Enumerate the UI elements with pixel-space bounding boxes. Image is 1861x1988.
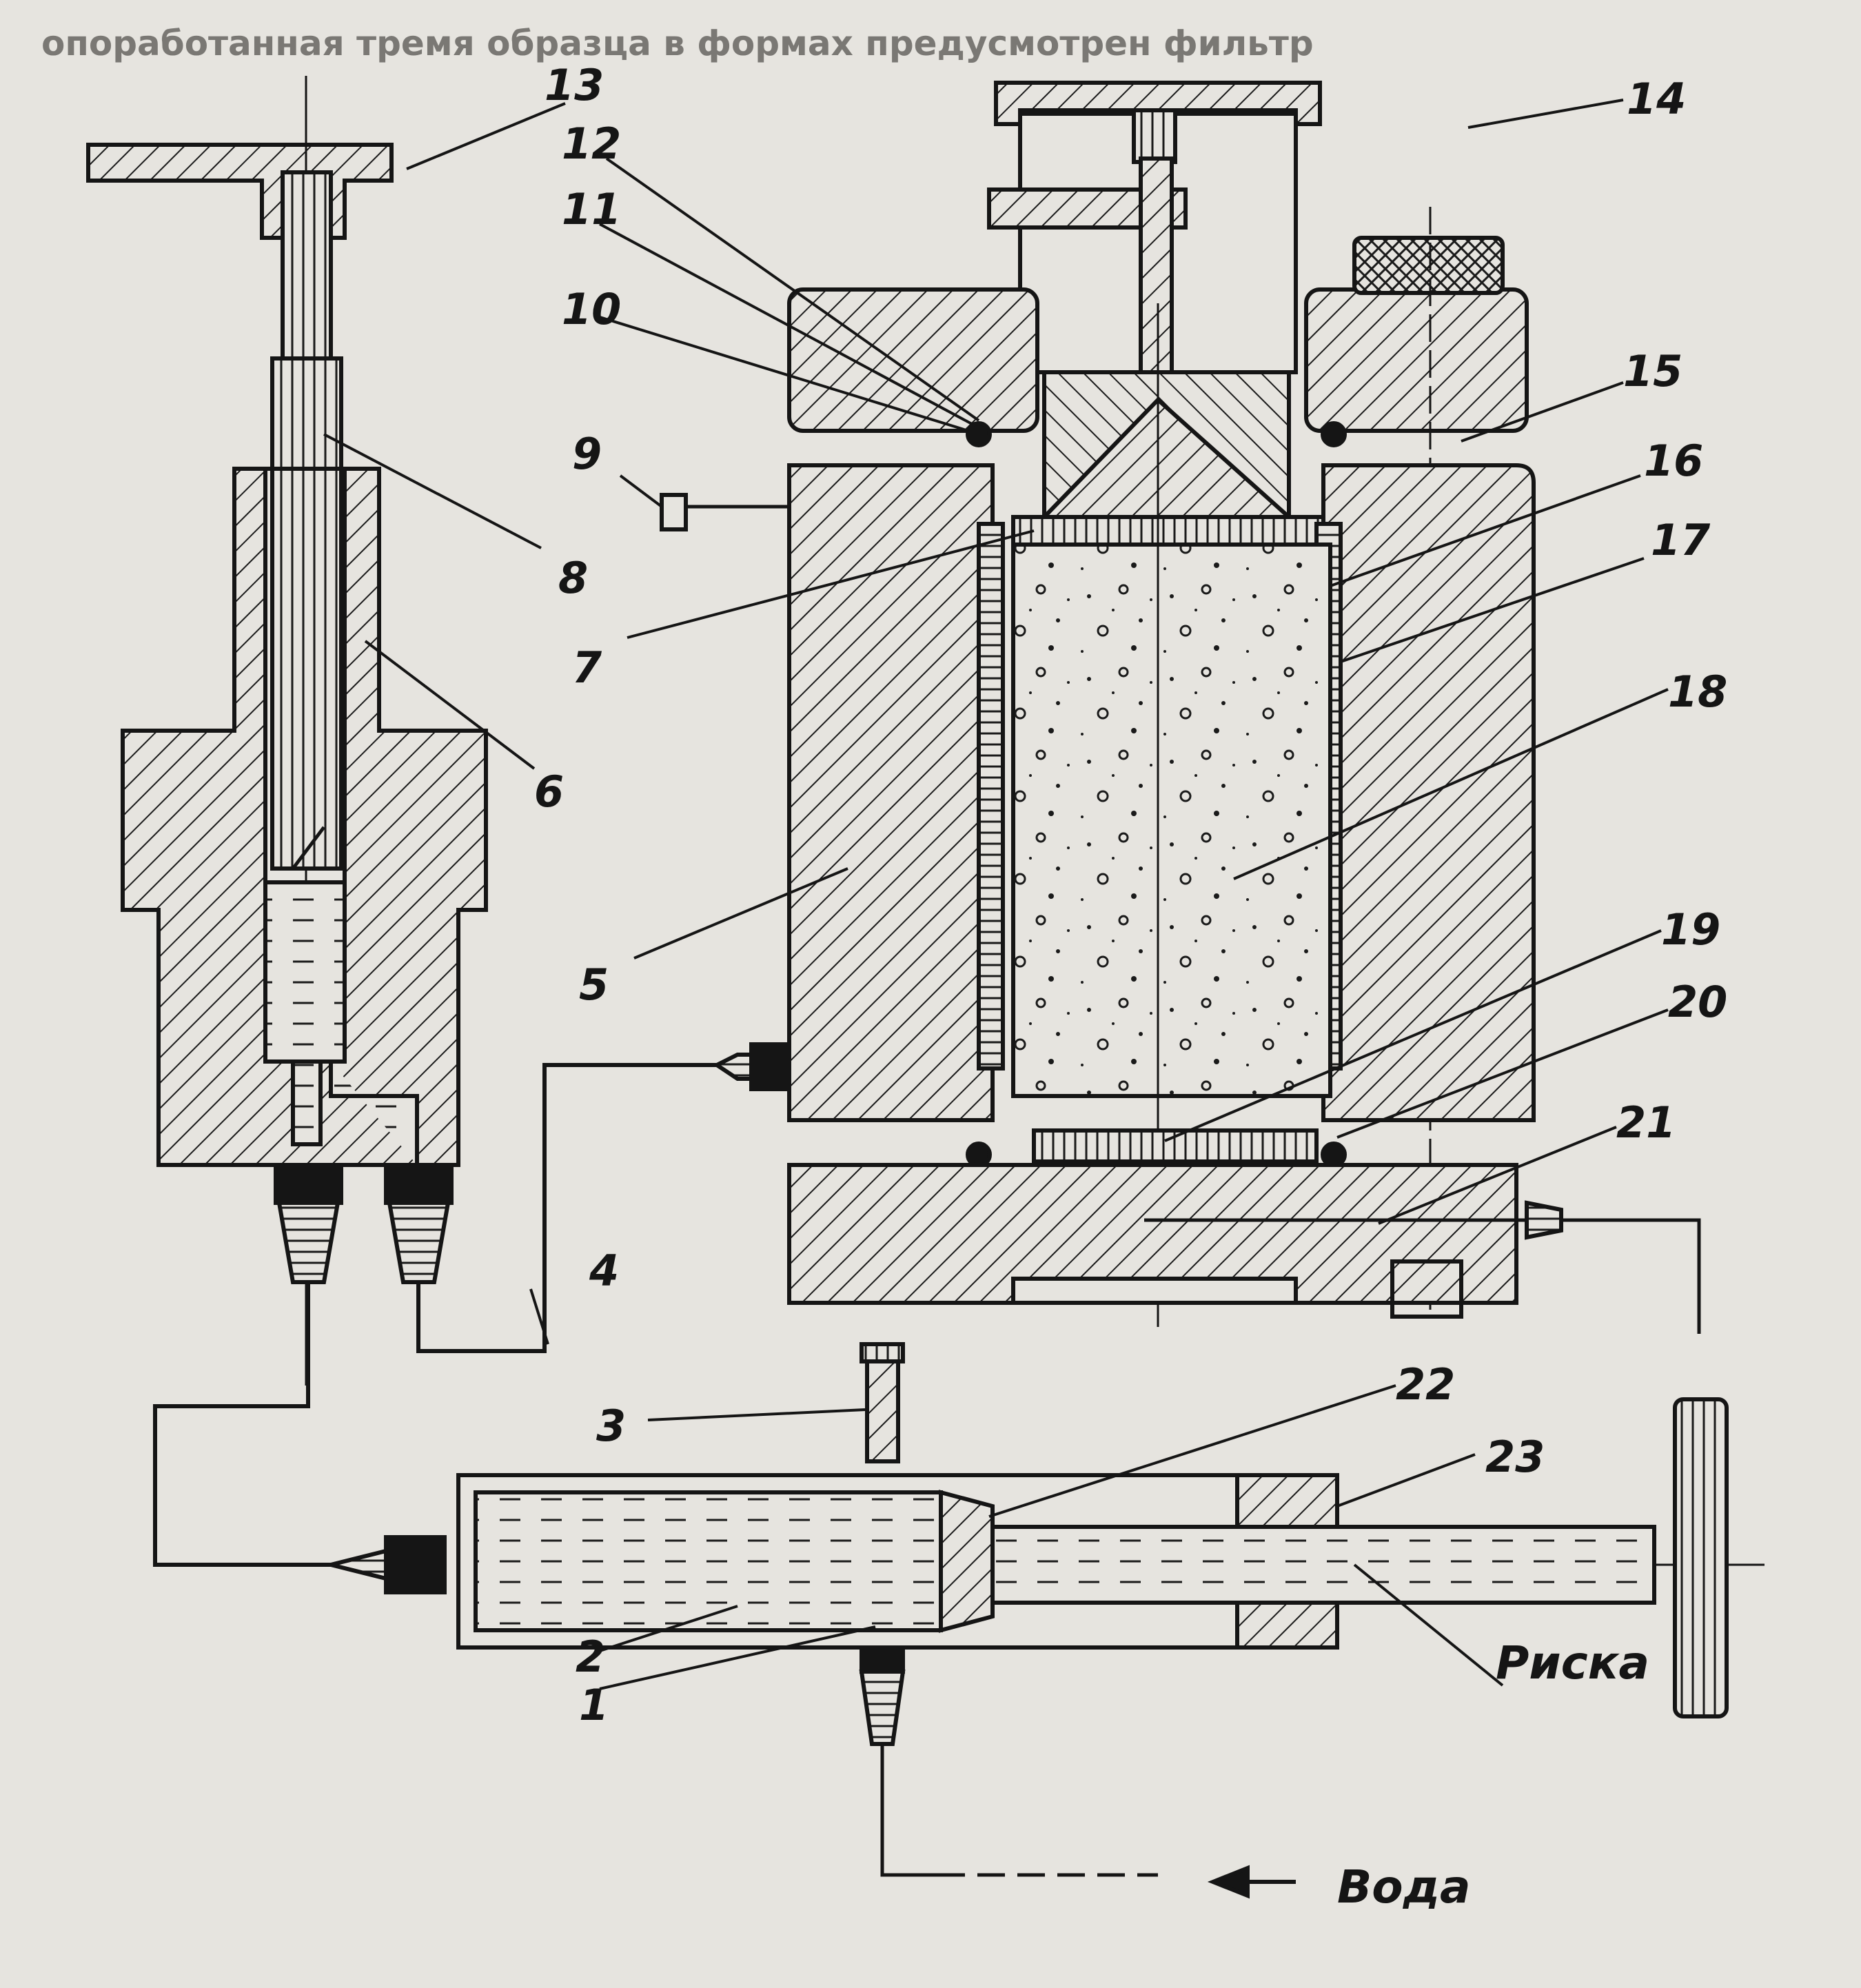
callout-5: 5 bbox=[579, 960, 609, 1010]
callout-16: 16 bbox=[1644, 436, 1703, 486]
drawing-lines bbox=[86, 76, 1765, 1899]
pump-assembly bbox=[330, 1342, 1765, 1899]
callout-10: 10 bbox=[562, 284, 621, 334]
callout-17: 17 bbox=[1651, 515, 1711, 565]
callout-8: 8 bbox=[558, 553, 588, 603]
tube-press-to-pump bbox=[153, 1282, 331, 1567]
callout-14: 14 bbox=[1627, 74, 1686, 124]
cell-assembly bbox=[660, 81, 1701, 1334]
callout-4: 4 bbox=[589, 1246, 619, 1296]
callout-22: 22 bbox=[1396, 1359, 1455, 1410]
callout-3: 3 bbox=[596, 1401, 626, 1451]
label-riska: Риска bbox=[1496, 1636, 1649, 1690]
callout-21: 21 bbox=[1616, 1097, 1676, 1148]
callout-6: 6 bbox=[534, 767, 564, 817]
label-voda: Вода bbox=[1337, 1860, 1471, 1914]
callout-15: 15 bbox=[1623, 346, 1682, 396]
callout-9: 9 bbox=[572, 429, 602, 479]
tube-4 bbox=[416, 1063, 717, 1353]
header-text: опоработанная тремя образца в формах пре… bbox=[41, 23, 1314, 63]
press-assembly bbox=[86, 76, 488, 1386]
callout-7: 7 bbox=[572, 642, 602, 693]
callout-23: 23 bbox=[1485, 1432, 1545, 1482]
callout-11: 11 bbox=[562, 184, 621, 234]
callout-13: 13 bbox=[545, 60, 604, 110]
callout-labels: 1 2 3 4 5 6 7 8 9 10 11 12 13 14 15 16 1… bbox=[534, 60, 1727, 1914]
callout-12: 12 bbox=[562, 119, 621, 169]
callout-19: 19 bbox=[1661, 904, 1720, 955]
callout-1: 1 bbox=[579, 1680, 609, 1730]
callout-20: 20 bbox=[1668, 977, 1727, 1027]
callout-18: 18 bbox=[1668, 667, 1727, 717]
leader-lines bbox=[323, 99, 1669, 1690]
callout-2: 2 bbox=[576, 1632, 605, 1682]
